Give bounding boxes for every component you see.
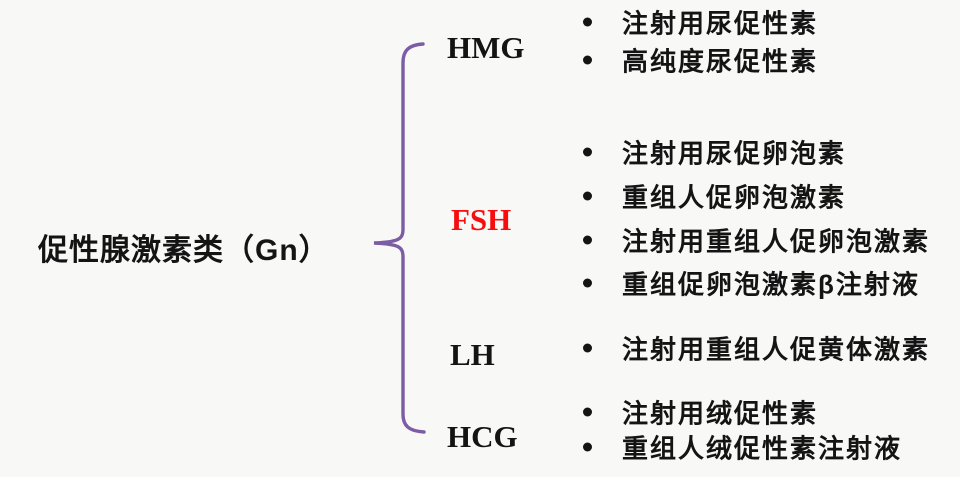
category-label-fsh: FSH bbox=[451, 202, 512, 237]
drug-name: 注射用尿促性素 bbox=[622, 8, 819, 39]
drug-name: 注射用重组人促黄体激素 bbox=[622, 334, 931, 365]
drug-name: 高纯度尿促性素 bbox=[622, 46, 819, 77]
list-item: 注射用重组人促黄体激素 bbox=[583, 330, 930, 367]
list-item: 高纯度尿促性素 bbox=[583, 42, 818, 79]
bullet-icon bbox=[583, 442, 592, 452]
list-item: 注射用重组人促卵泡激素 bbox=[583, 222, 930, 259]
list-item: 重组人绒促性素注射液 bbox=[583, 429, 902, 466]
drug-name: 注射用尿促卵泡素 bbox=[622, 138, 847, 169]
bullet-icon bbox=[583, 55, 592, 65]
category-label-hmg: HMG bbox=[447, 30, 525, 65]
list-item: 注射用尿促卵泡素 bbox=[583, 134, 846, 171]
bullet-icon bbox=[583, 343, 592, 353]
category-label-lh: LH bbox=[450, 337, 495, 372]
curly-brace-path bbox=[373, 42, 426, 434]
bullet-icon bbox=[583, 278, 592, 288]
drug-name: 重组促卵泡激素β注射液 bbox=[622, 269, 920, 300]
drug-name: 重组人促卵泡激素 bbox=[622, 182, 847, 213]
root-label: 促性腺激素类（Gn） bbox=[38, 234, 330, 267]
bullet-icon bbox=[583, 17, 592, 27]
category-label-hcg: HCG bbox=[447, 419, 518, 454]
drug-name: 注射用重组人促卵泡激素 bbox=[622, 226, 931, 257]
bullet-icon bbox=[583, 235, 592, 245]
list-item: 注射用绒促性素 bbox=[583, 394, 818, 431]
drug-name: 注射用绒促性素 bbox=[622, 398, 819, 429]
drug-name: 重组人绒促性素注射液 bbox=[622, 433, 903, 464]
list-item: 重组促卵泡激素β注射液 bbox=[583, 265, 920, 302]
bullet-icon bbox=[583, 147, 592, 157]
bullet-icon bbox=[583, 407, 592, 417]
bullet-icon bbox=[583, 191, 592, 201]
list-item: 注射用尿促性素 bbox=[583, 4, 818, 41]
list-item: 重组人促卵泡激素 bbox=[583, 178, 846, 215]
